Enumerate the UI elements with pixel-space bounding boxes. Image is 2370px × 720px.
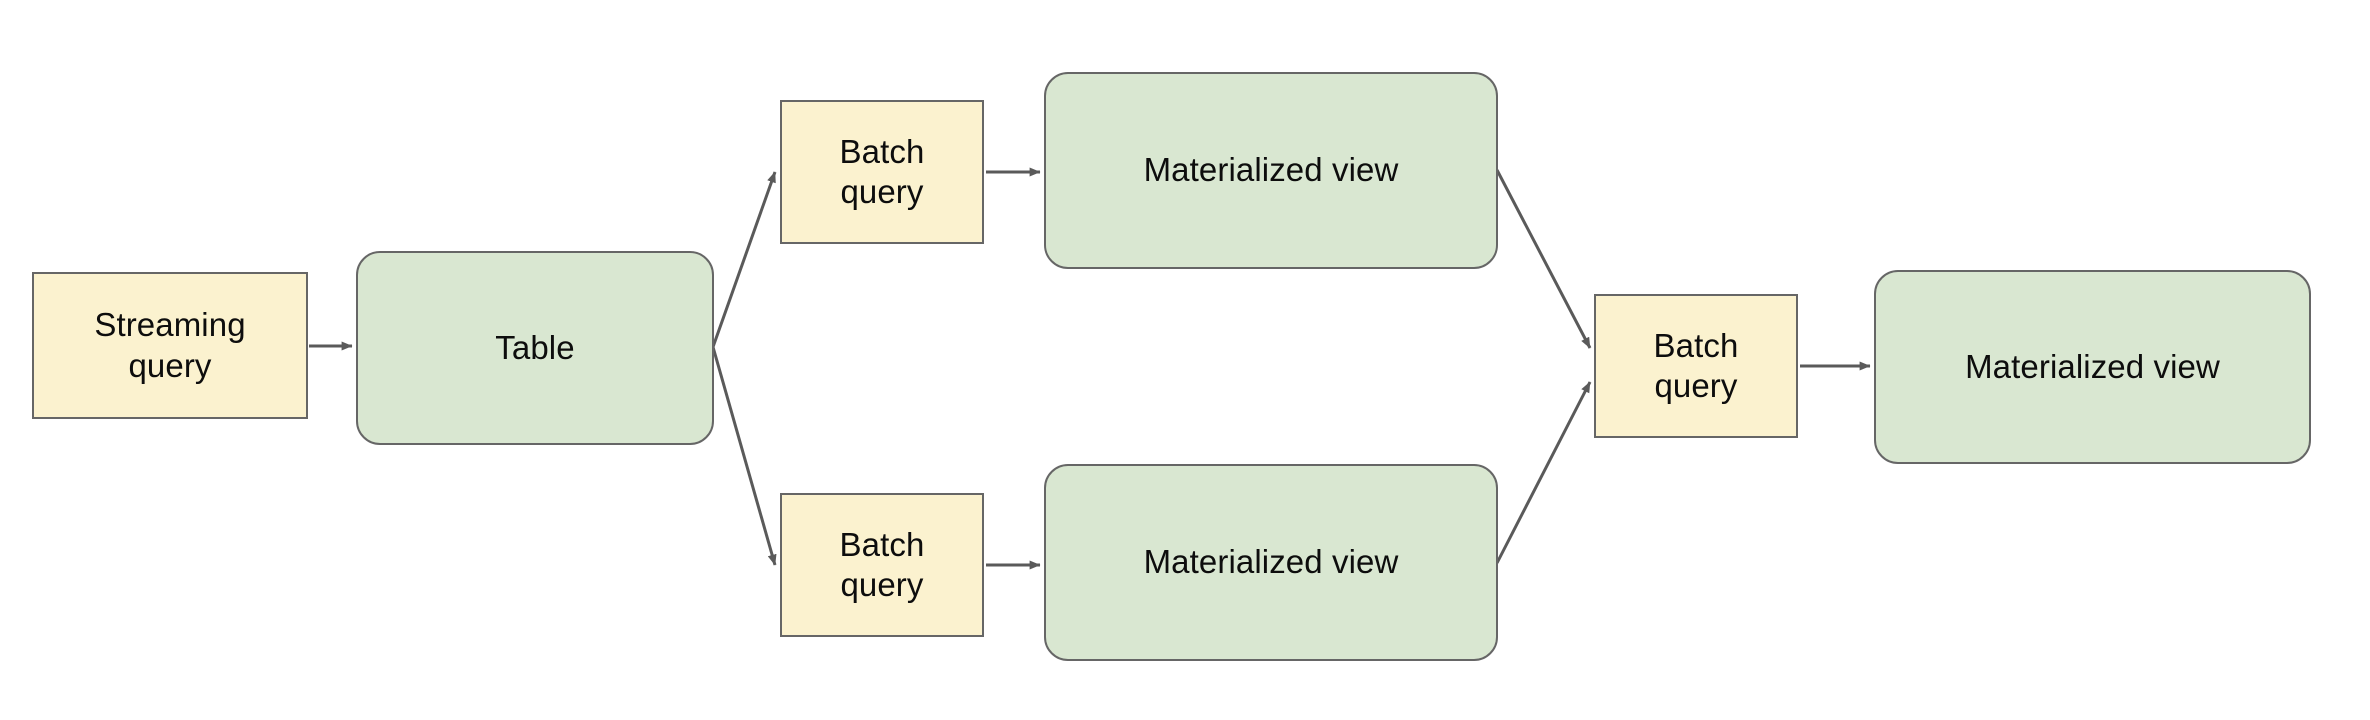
node-batch-query-top-label: Batch query [839,132,925,210]
node-table-label: Table [495,328,575,366]
node-batch-query-right[interactable]: Batch query [1594,294,1798,438]
edge-view-bottom-to-batch-right [1495,381,1592,564]
node-materialized-view-right-label: Materialized view [1965,347,2220,385]
edge-table-to-batch-top [711,171,777,348]
node-streaming-query[interactable]: Streaming query [32,272,308,419]
node-materialized-view-bottom[interactable]: Materialized view [1044,464,1498,661]
edge-view-top-to-batch-right [1495,169,1592,349]
node-streaming-query-label: Streaming query [94,306,246,384]
edge-table-to-batch-bottom [711,346,777,566]
node-table[interactable]: Table [356,251,714,445]
node-materialized-view-bottom-label: Materialized view [1143,543,1399,581]
node-batch-query-bottom[interactable]: Batch query [780,493,984,637]
node-batch-query-top[interactable]: Batch query [780,100,984,244]
node-materialized-view-top-label: Materialized view [1143,151,1399,189]
node-materialized-view-top[interactable]: Materialized view [1044,72,1498,269]
node-materialized-view-right[interactable]: Materialized view [1874,270,2311,464]
node-batch-query-bottom-label: Batch query [839,525,925,603]
node-batch-query-right-label: Batch query [1653,326,1739,404]
